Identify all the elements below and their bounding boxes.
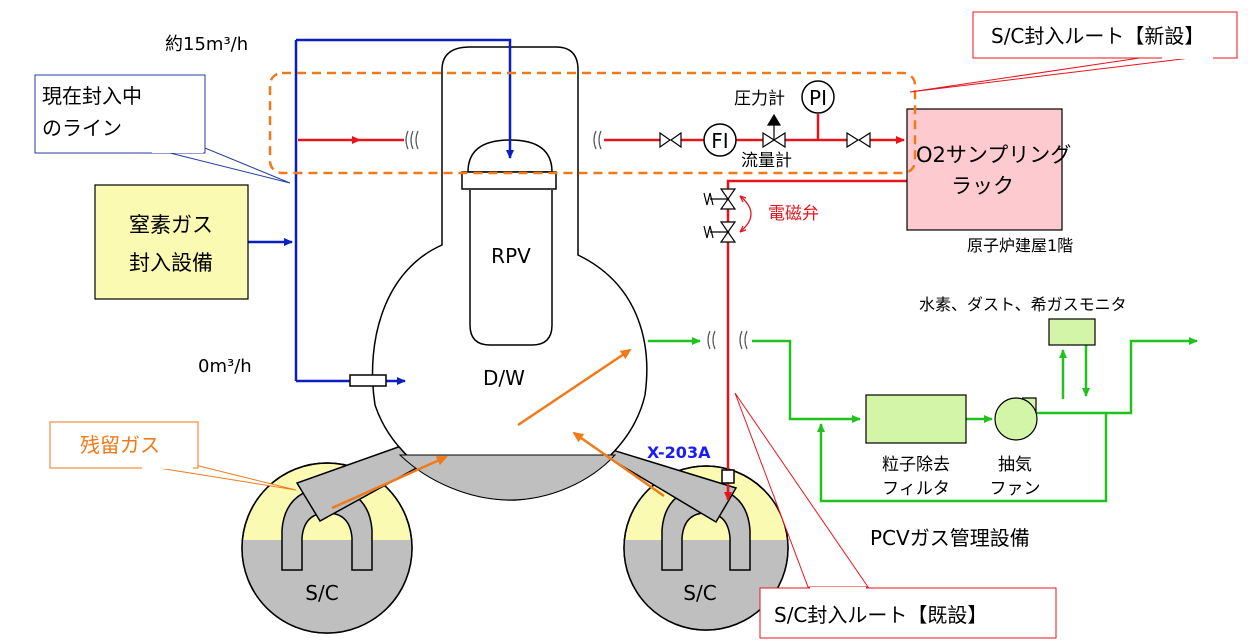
- svg-text:残留ガス: 残留ガス: [80, 433, 160, 457]
- penetration-x203a: [721, 469, 735, 484]
- solenoid-pointer: [739, 195, 752, 233]
- svg-text:S/C封入ルート【既設】: S/C封入ルート【既設】: [774, 603, 987, 627]
- pressure-indicator: PI: [801, 80, 835, 140]
- o2-rack-label-1: O2サンプリング: [916, 143, 1071, 167]
- particle-filter: [865, 394, 967, 444]
- svg-text:現在封入中: 現在封入中: [42, 84, 142, 108]
- dw-label: D/W: [483, 366, 525, 390]
- pcv-gas-line: [648, 337, 1198, 503]
- fan-label-1: 抽気: [998, 455, 1032, 475]
- sc-left: [241, 462, 413, 634]
- pcv-bottom-water: [398, 454, 617, 501]
- residual-gas-arrows: [331, 348, 665, 510]
- callout-existing-route: S/C封入ルート【既設】: [734, 392, 1057, 639]
- new-sc-route: [298, 136, 907, 501]
- flow-zero-label: 0m³/h: [198, 356, 252, 377]
- nitrogen-label-1: 窒素ガス: [129, 213, 213, 237]
- reactor-building-label: 原子炉建屋1階: [967, 236, 1073, 255]
- svg-text:のライン: のライン: [42, 116, 122, 140]
- line-break-symbols: [405, 130, 748, 350]
- exhaust-fan: [994, 397, 1038, 441]
- fan-label-2: ファン: [990, 479, 1041, 499]
- solenoid-label: 電磁弁: [768, 204, 819, 224]
- sc-right-label: S/C: [683, 581, 716, 605]
- valve-1[interactable]: [659, 131, 682, 149]
- rpv-vessel: [469, 190, 553, 346]
- svg-text:PI: PI: [809, 86, 827, 110]
- solenoid-valve-lower[interactable]: [703, 221, 737, 243]
- pcv-gas-label: PCVガス管理設備: [870, 526, 1030, 550]
- x203a-label: X-203A: [647, 443, 711, 462]
- nitrogen-supply-line: [248, 38, 514, 385]
- svg-text:FI: FI: [711, 129, 728, 153]
- rpv-flange: [461, 171, 557, 190]
- o2-sampling-rack: [906, 108, 1063, 231]
- svg-text:S/C封入ルート【新設】: S/C封入ルート【新設】: [991, 24, 1204, 48]
- callout-residual-gas: 残留ガス: [49, 421, 297, 491]
- nitrogen-label-2: 封入設備: [129, 251, 213, 275]
- callout-current-line: 現在封入中 のライン: [34, 74, 291, 184]
- penetration-dw: [349, 374, 387, 387]
- o2-rack-label-2: ラック: [951, 174, 1014, 198]
- flow-meter-label: 流量計: [741, 151, 792, 171]
- flow-top-label: 約15m³/h: [165, 34, 248, 55]
- flow-control-valve[interactable]: [762, 113, 786, 149]
- sc-right: [623, 465, 789, 631]
- solenoid-valve-upper[interactable]: [703, 188, 737, 210]
- pressure-gauge-label: 圧力計: [734, 89, 785, 109]
- monitor-label: 水素、ダスト、希ガスモニタ: [919, 295, 1127, 314]
- rpv-label: RPV: [491, 244, 531, 268]
- valve-2[interactable]: [846, 131, 871, 149]
- sc-left-label: S/C: [305, 581, 338, 605]
- flow-indicator: FI: [703, 123, 737, 157]
- new-route-boundary: [268, 71, 917, 175]
- filter-label-1: 粒子除去: [882, 455, 950, 475]
- filter-label-2: フィルタ: [882, 479, 950, 499]
- nitrogen-injection-equipment: [94, 184, 249, 300]
- gas-monitor: [1048, 318, 1096, 346]
- callout-new-route: S/C封入ルート【新設】: [909, 11, 1238, 93]
